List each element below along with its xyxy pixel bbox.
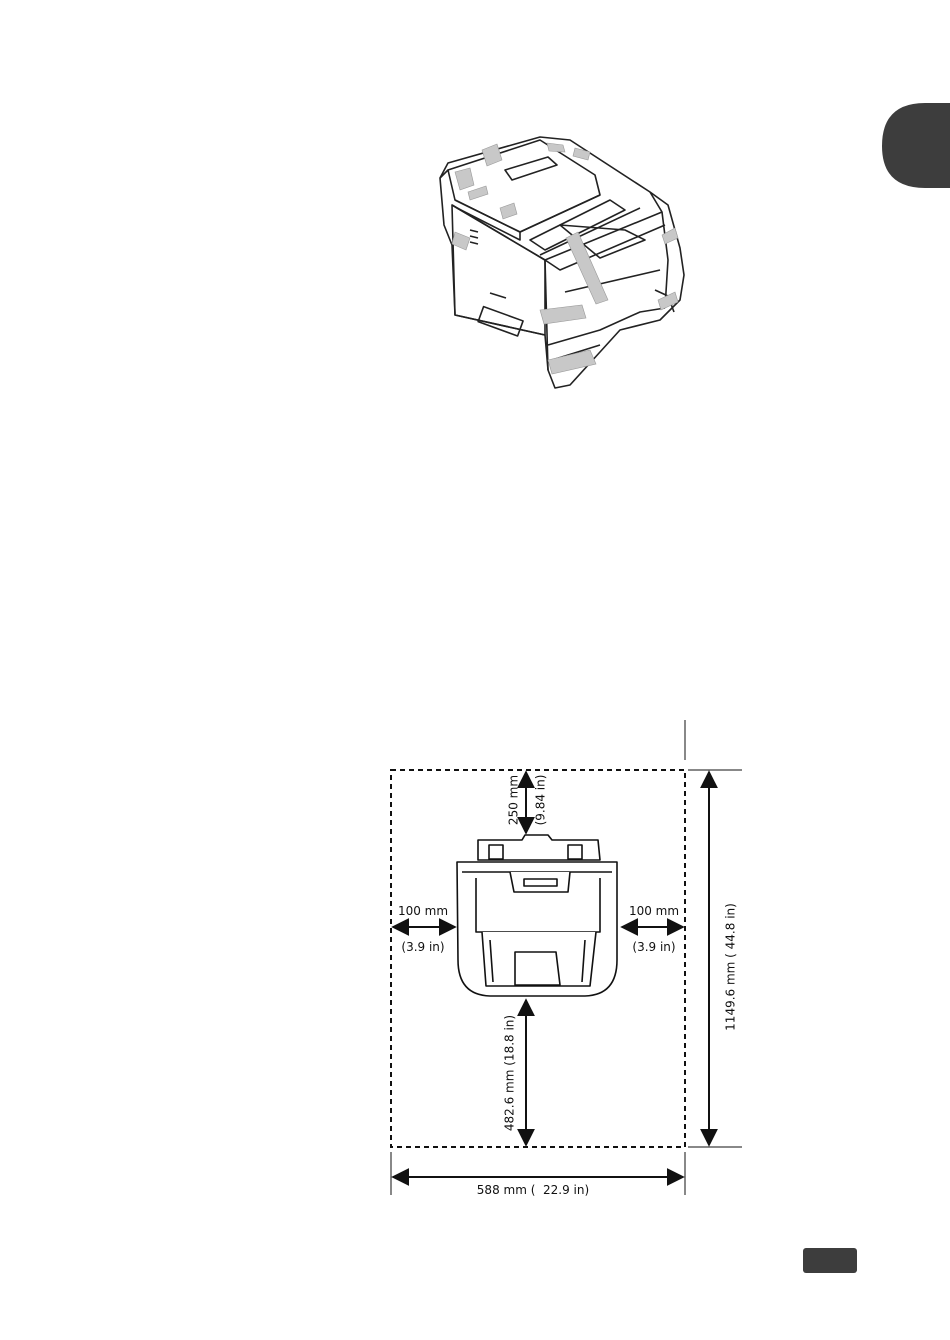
left-clearance-in: (3.9 in) — [401, 940, 444, 954]
total-depth-label: 1149.6 mm ( 44.8 in) — [724, 903, 738, 1031]
front-clearance-label: 482.6 mm (18.8 in) — [503, 1015, 517, 1131]
clearance-diagram: 250 mm (9.84 in) 100 mm (3.9 in) 100 mm … — [391, 720, 742, 1197]
left-clearance-mm: 100 mm — [398, 904, 448, 918]
right-clearance-in: (3.9 in) — [632, 940, 675, 954]
total-width-label: 588 mm ( 22.9 in) — [477, 1183, 589, 1197]
right-clearance-mm: 100 mm — [629, 904, 679, 918]
top-clearance-in: (9.84 in) — [534, 775, 548, 826]
printer-top-view-icon — [457, 835, 617, 996]
top-clearance-mm: 250 mm — [507, 775, 521, 825]
packaged-printer-with-tape-icon — [440, 137, 684, 388]
chapter-tab — [882, 103, 950, 188]
page-number-tab — [803, 1248, 857, 1273]
